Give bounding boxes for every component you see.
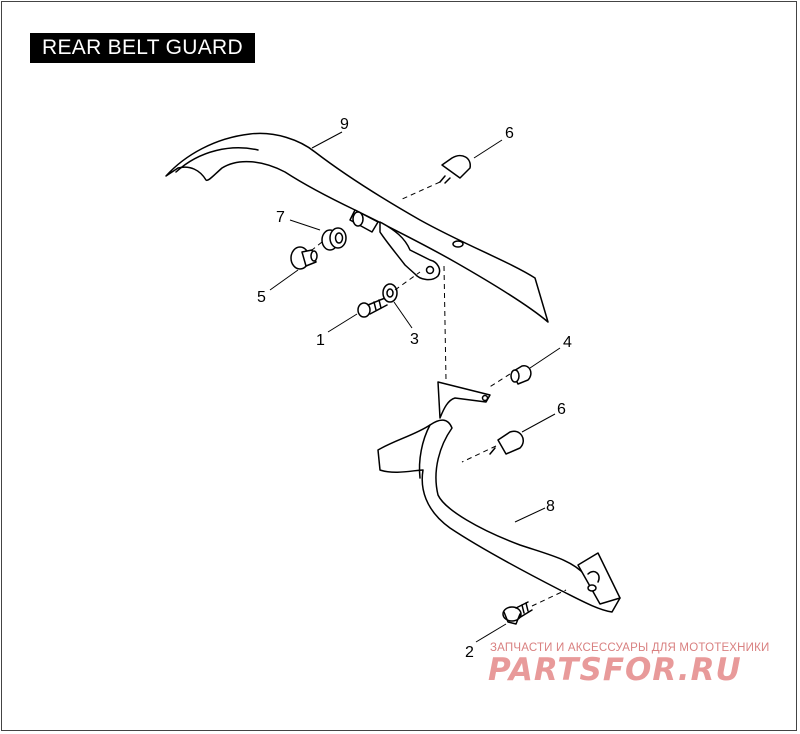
callout-1: 1	[316, 332, 325, 349]
callout-6-upper: 6	[505, 125, 514, 142]
part-2-flange-bolt	[502, 601, 533, 625]
watermark-tagline: ЗАПЧАСТИ И АКСЕССУАРЫ ДЛЯ МОТОТЕХНИКИ	[490, 642, 770, 654]
callout-8: 8	[546, 498, 555, 515]
callout-6-lower: 6	[557, 401, 566, 418]
watermark-brand-logo: PARTSFOR.RU	[488, 652, 742, 688]
part-3-washer	[382, 283, 398, 303]
part-4-nut	[510, 365, 532, 385]
part-1-screw	[357, 297, 388, 318]
part-6-upper-nut	[439, 154, 471, 184]
callout-9: 9	[340, 116, 349, 133]
callout-7: 7	[276, 209, 285, 226]
part-5-spacer	[290, 246, 318, 270]
callout-3: 3	[410, 331, 419, 348]
part-8-lower-belt-guard	[377, 381, 621, 613]
callout-5: 5	[257, 289, 266, 306]
alignment-lines	[311, 181, 567, 607]
callout-2: 2	[465, 644, 474, 661]
part-9-upper-belt-guard	[165, 132, 549, 323]
part-6-lower-nut	[489, 430, 524, 455]
leader-lines	[269, 131, 561, 643]
callout-4: 4	[563, 334, 572, 351]
diagram-title: REAR BELT GUARD	[30, 33, 255, 63]
part-7-grommet	[321, 227, 347, 251]
